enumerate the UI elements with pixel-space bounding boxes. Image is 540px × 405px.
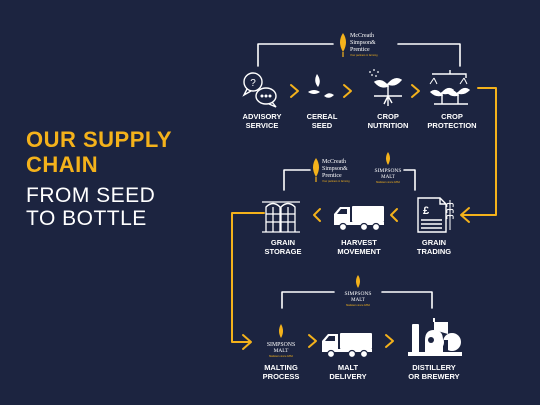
svg-text:?: ? [250,78,256,89]
truck-icon-delivery [322,333,372,359]
malting-logo-line2: MALT [274,348,289,354]
malting-logo-tagline: Maltsters since 1862 [269,354,293,358]
chevron-right-1 [290,84,299,98]
label-cereal-1: CEREAL [307,112,338,121]
flow-arrow-left-head [242,334,252,350]
label-trading-2: TRADING [417,247,451,256]
still-icon [408,318,462,356]
chevron-left-1 [390,208,398,222]
chevron-right-2 [343,84,352,98]
msp-logo-mid-tagline: Your partners in farming [322,179,350,183]
msp-logo-line3: Prentice [350,47,370,53]
simpsons-logo-bot-tagline: Maltsters since 1862 [346,303,370,307]
msp-logo-middle: McCreath Simpson& Prentice Your partners… [313,158,350,183]
flow-arrow-right-head [460,207,470,223]
chevron-right-3 [411,84,420,98]
label-advisory-2: SERVICE [246,121,279,130]
label-storage-2: STORAGE [265,247,302,256]
simpsons-logo-mid-line1: SIMPSONS [375,168,402,174]
simpsons-logo-bottom: SIMPSONS MALT Maltsters since 1862 [345,275,372,307]
simpsons-malt-logo: SIMPSONS MALT Maltsters since 1862 [267,324,295,358]
invoice-pound-icon: £ [417,197,454,233]
chevron-right-5 [385,334,394,348]
seed-icon [308,74,334,98]
simpsons-logo-middle: SIMPSONS MALT Maltsters since 1862 [375,152,402,184]
msp-logo-line2: Simpson& [350,40,376,46]
simpsons-logo-mid-line2: MALT [381,175,395,180]
label-distillery-2: OR BREWERY [408,372,459,381]
title-line-3: FROM SEED [26,184,156,207]
label-malting-2: PROCESS [263,372,300,381]
malting-logo-line1: SIMPSONS [267,342,295,348]
title-line-4: TO BOTTLE [26,207,147,230]
simpsons-logo-bot-line1: SIMPSONS [345,291,372,297]
flow-connector-right [461,87,497,216]
chevron-right-4 [308,334,317,348]
label-protection-1: CROP [441,112,463,121]
label-delivery-1: MALT [338,363,359,372]
speech-bubbles-icon: ? [242,72,277,108]
chevron-left-2 [313,208,321,222]
simpsons-logo-mid-tagline: Maltsters since 1862 [376,180,400,184]
sprout-roots-icon [369,69,403,106]
label-protection-2: PROTECTION [427,121,476,130]
sprayer-plants-icon [429,70,471,105]
flow-connector-left [231,212,265,343]
label-trading-1: GRAIN [422,238,446,247]
label-harvest-1: HARVEST [341,238,377,247]
msp-logo-top: McCreath Simpson& Prentice Your partners… [340,33,378,57]
label-nutrition-1: CROP [377,112,399,121]
bracket-top [257,43,461,67]
msp-logo-mid-line3: Prentice [322,173,342,179]
label-distillery-1: DISTILLERY [412,363,455,372]
label-advisory-1: ADVISORY [243,112,282,121]
msp-logo-tagline: Your partners in farming [350,53,378,57]
msp-logo-line1: McCreath [350,33,374,39]
title-line-2: CHAIN [26,152,99,177]
msp-logo-mid-line1: McCreath [322,159,346,165]
svg-text:£: £ [423,205,429,217]
simpsons-logo-bot-line2: MALT [351,298,365,303]
label-storage-1: GRAIN [271,238,295,247]
label-malting-1: MALTING [264,363,298,372]
silos-icon [262,201,300,233]
truck-icon-harvest [334,206,384,232]
title-line-1: OUR SUPPLY [26,127,173,152]
bracket-bottom [281,291,433,309]
label-nutrition-2: NUTRITION [368,121,409,130]
label-delivery-2: DELIVERY [329,372,366,381]
msp-logo-mid-line2: Simpson& [322,166,348,172]
label-harvest-2: MOVEMENT [337,247,381,256]
label-cereal-2: SEED [312,121,333,130]
bracket-middle [283,169,416,191]
